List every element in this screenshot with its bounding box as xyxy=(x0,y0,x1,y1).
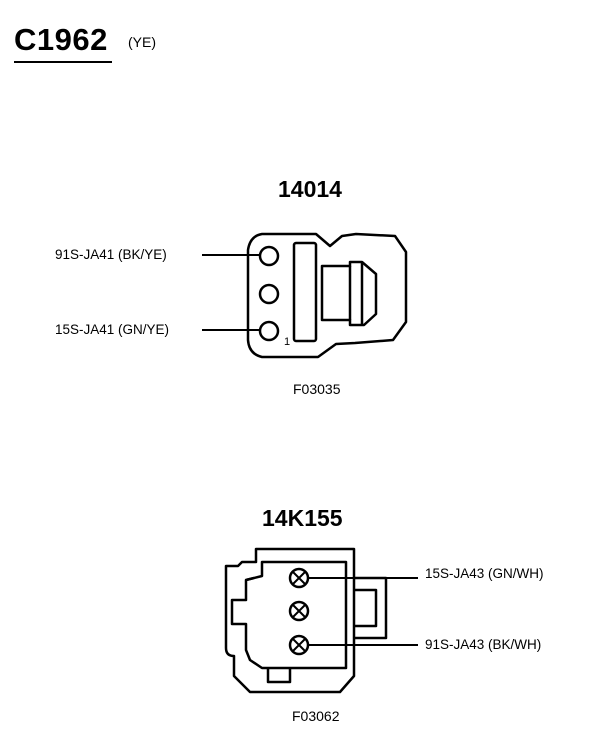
connector-14014-pin-label-top: 91S-JA41 (BK/YE) xyxy=(55,247,167,262)
connector-14014-pin-bottom xyxy=(258,320,280,342)
connector-14014-pin-top xyxy=(258,245,280,267)
connector-14014-figure-ref: F03035 xyxy=(293,381,341,397)
connector-14014-latch xyxy=(320,260,378,327)
connector-14014-slot xyxy=(292,241,318,343)
connector-14014-pin-label-bottom: 15S-JA41 (GN/YE) xyxy=(55,322,170,337)
connector-14k155-pin-middle xyxy=(288,600,310,622)
connector-14k155-inner xyxy=(230,560,348,670)
connector-14k155-pin-label-top: 15S-JA43 (GN/WH) xyxy=(425,566,544,581)
connector-14k155-latch xyxy=(354,576,388,640)
connector-title: C1962 xyxy=(14,22,108,57)
connector-color-code: (YE) xyxy=(128,34,156,50)
title-underline xyxy=(14,61,112,63)
connector-14014-drawing xyxy=(246,232,408,359)
connector-14k155-drawing xyxy=(224,547,388,694)
connector-14014-pin-middle xyxy=(258,283,280,305)
connector-14k155-body xyxy=(224,547,356,694)
connector-14k155-pin-top xyxy=(288,567,310,589)
connector-14k155-figure-ref: F03062 xyxy=(292,708,340,724)
connector-14k155-pin-bottom xyxy=(288,634,310,656)
connector-14014-part-number: 14014 xyxy=(278,176,342,202)
connector-14014-body xyxy=(246,232,408,359)
pin-1-marker: 1 xyxy=(284,336,291,348)
connector-14k155-part-number: 14K155 xyxy=(262,505,343,531)
connector-14k155-pin-label-bottom: 91S-JA43 (BK/WH) xyxy=(425,637,542,652)
